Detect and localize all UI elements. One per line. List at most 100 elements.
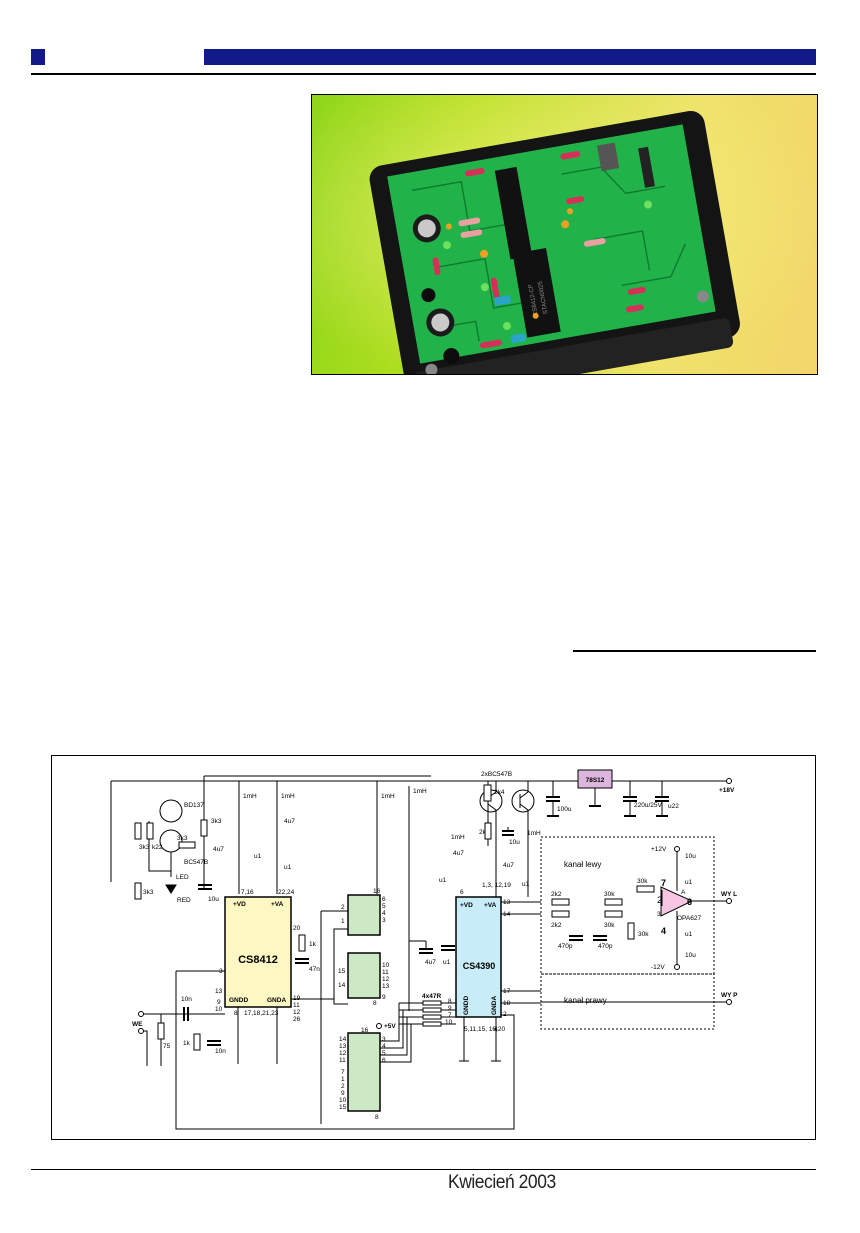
svg-text:+VA: +VA bbox=[484, 902, 497, 909]
svg-text:2: 2 bbox=[657, 895, 662, 905]
svg-text:LED: LED bbox=[176, 874, 189, 881]
svg-text:2k2: 2k2 bbox=[551, 891, 562, 898]
ic-logic-2 bbox=[347, 952, 381, 999]
svg-text:10n: 10n bbox=[215, 1048, 226, 1055]
svg-text:14: 14 bbox=[338, 982, 346, 989]
svg-text:8: 8 bbox=[448, 998, 452, 1005]
svg-text:4u7: 4u7 bbox=[503, 862, 514, 869]
svg-text:11: 11 bbox=[293, 1002, 300, 1009]
svg-text:16: 16 bbox=[373, 888, 381, 895]
svg-text:6: 6 bbox=[687, 897, 692, 907]
ic-logic-3 bbox=[347, 1032, 381, 1112]
svg-text:15: 15 bbox=[339, 1104, 347, 1111]
svg-text:9: 9 bbox=[448, 1005, 452, 1012]
svg-text:4: 4 bbox=[382, 1043, 386, 1050]
svg-text:2k2: 2k2 bbox=[551, 922, 562, 929]
svg-text:1: 1 bbox=[341, 1076, 345, 1083]
svg-text:1mH: 1mH bbox=[381, 793, 395, 800]
footer-rule bbox=[31, 1169, 816, 1170]
svg-text:2xBC547B: 2xBC547B bbox=[481, 771, 512, 778]
svg-text:4u7: 4u7 bbox=[425, 959, 436, 966]
svg-text:kanał lewy: kanał lewy bbox=[564, 860, 601, 869]
svg-text:6: 6 bbox=[382, 1057, 386, 1064]
ic-socket-top bbox=[494, 166, 533, 260]
schematic-diagram: 78S12 +18V 220u/25V u22 100u 2xBC547B 2k… bbox=[110, 769, 738, 1130]
svg-text:10u: 10u bbox=[208, 896, 219, 903]
header-accent-bar bbox=[204, 49, 816, 65]
svg-text:7: 7 bbox=[661, 878, 666, 888]
svg-text:5,11,15, 16,20: 5,11,15, 16,20 bbox=[464, 1026, 505, 1033]
svg-text:47n: 47n bbox=[309, 966, 320, 973]
svg-text:2: 2 bbox=[341, 904, 345, 911]
svg-text:GNDD: GNDD bbox=[463, 996, 470, 1015]
svg-text:10: 10 bbox=[339, 1097, 347, 1104]
svg-text:1mH: 1mH bbox=[413, 788, 427, 795]
svg-text:20: 20 bbox=[293, 925, 301, 932]
svg-text:16: 16 bbox=[361, 1027, 369, 1034]
svg-text:CS4390: CS4390 bbox=[463, 961, 496, 971]
svg-text:WY P: WY P bbox=[721, 992, 738, 999]
svg-text:1,3, 12,19: 1,3, 12,19 bbox=[482, 882, 511, 889]
svg-text:10u: 10u bbox=[685, 952, 696, 959]
svg-text:7: 7 bbox=[448, 1012, 452, 1019]
svg-text:7: 7 bbox=[341, 1069, 345, 1076]
svg-text:1mH: 1mH bbox=[527, 830, 541, 837]
svg-text:3k3: 3k3 bbox=[139, 844, 150, 851]
svg-text:3: 3 bbox=[382, 917, 386, 924]
svg-text:12: 12 bbox=[339, 1050, 347, 1057]
svg-text:8: 8 bbox=[375, 1114, 379, 1121]
header-accent-square bbox=[31, 49, 45, 65]
svg-text:1: 1 bbox=[341, 918, 345, 925]
svg-text:30k: 30k bbox=[604, 891, 615, 898]
svg-text:2k4: 2k4 bbox=[494, 789, 505, 796]
svg-text:4: 4 bbox=[382, 910, 386, 917]
svg-text:7,16: 7,16 bbox=[241, 889, 254, 896]
svg-text:10: 10 bbox=[215, 1006, 223, 1013]
pcb-illustration: CS8412-CP STACN0025 bbox=[312, 95, 817, 374]
svg-text:GNDA: GNDA bbox=[267, 997, 286, 1004]
svg-text:8: 8 bbox=[234, 1010, 238, 1017]
svg-text:OPA627: OPA627 bbox=[677, 915, 701, 922]
svg-text:470p: 470p bbox=[598, 943, 613, 950]
section-rule bbox=[573, 650, 816, 652]
svg-text:100u: 100u bbox=[557, 806, 572, 813]
svg-text:30k: 30k bbox=[604, 922, 615, 929]
svg-text:11: 11 bbox=[339, 1057, 346, 1064]
svg-text:4x47R: 4x47R bbox=[422, 993, 441, 1000]
svg-text:u1: u1 bbox=[254, 853, 262, 860]
svg-text:1mH: 1mH bbox=[243, 793, 257, 800]
svg-text:BD137: BD137 bbox=[184, 802, 204, 809]
svg-text:-12V: -12V bbox=[651, 964, 665, 971]
svg-text:4u7: 4u7 bbox=[453, 850, 464, 857]
schematic-frame: 78S12 +18V 220u/25V u22 100u 2xBC547B 2k… bbox=[51, 755, 816, 1140]
svg-text:u1: u1 bbox=[443, 959, 451, 966]
svg-text:RED: RED bbox=[177, 897, 191, 904]
svg-text:12: 12 bbox=[293, 1009, 301, 1016]
svg-text:10u: 10u bbox=[685, 853, 696, 860]
svg-text:78S12: 78S12 bbox=[586, 777, 605, 784]
svg-text:14: 14 bbox=[339, 1036, 347, 1043]
svg-text:GNDA: GNDA bbox=[491, 996, 498, 1015]
ic-cs4390 bbox=[455, 896, 502, 1018]
svg-text:10: 10 bbox=[382, 962, 390, 969]
svg-text:12: 12 bbox=[382, 976, 390, 983]
ic-cs8412 bbox=[224, 896, 292, 1008]
svg-text:1k: 1k bbox=[309, 941, 317, 948]
svg-text:1mH: 1mH bbox=[451, 834, 465, 841]
svg-text:15: 15 bbox=[338, 968, 346, 975]
svg-text:3k3: 3k3 bbox=[211, 818, 222, 825]
svg-text:GNDD: GNDD bbox=[229, 997, 248, 1004]
svg-text:A: A bbox=[681, 889, 686, 896]
svg-text:5: 5 bbox=[382, 903, 386, 910]
svg-text:9: 9 bbox=[382, 994, 386, 1001]
svg-text:CS8412-CP: CS8412-CP bbox=[528, 284, 539, 317]
svg-text:1k: 1k bbox=[183, 1040, 191, 1047]
svg-text:3k3: 3k3 bbox=[143, 889, 154, 896]
svg-text:22,24: 22,24 bbox=[278, 889, 295, 896]
svg-text:3: 3 bbox=[382, 1036, 386, 1043]
svg-text:WE: WE bbox=[132, 1021, 143, 1028]
svg-text:BC547B: BC547B bbox=[184, 859, 208, 866]
svg-text:13: 13 bbox=[382, 983, 390, 990]
svg-text:3k3: 3k3 bbox=[177, 835, 188, 842]
svg-text:CS8412: CS8412 bbox=[238, 954, 278, 966]
